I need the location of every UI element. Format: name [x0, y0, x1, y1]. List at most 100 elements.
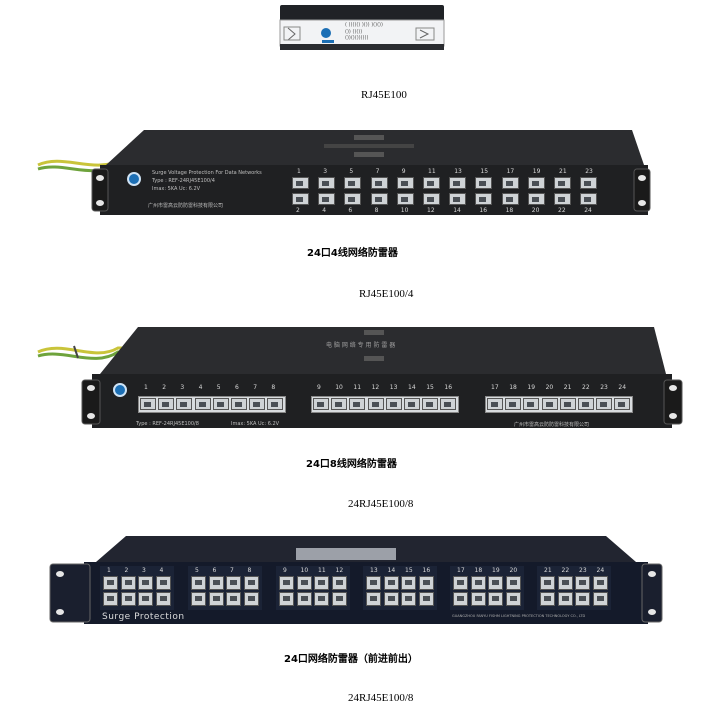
rj45-port: [396, 177, 414, 189]
port-number: 22: [582, 384, 590, 391]
rj45-port: [383, 592, 399, 606]
port-number: 19: [527, 384, 536, 391]
rj45-port: [279, 592, 294, 606]
rj45-port: [527, 193, 545, 205]
rj45-port: [292, 193, 309, 205]
rj45-port: [487, 398, 503, 410]
rj45-port: [176, 398, 193, 410]
port-number: 18: [509, 384, 517, 391]
port-number: 13: [389, 384, 398, 391]
rj45-port: [370, 177, 388, 189]
panel-maker: 广州市雷高云防防雷科技有限公司: [514, 422, 590, 428]
rj45-port: [523, 398, 540, 410]
rj45-port: [296, 576, 312, 590]
product-title: 24口网络防雷器（前进前出）: [284, 654, 418, 665]
rj45-port: [331, 576, 347, 590]
rj45-port: [423, 177, 440, 189]
panel-spec: Imax: 5KA Uc: 6.2V: [152, 186, 201, 192]
rj45-port: [344, 193, 362, 205]
port-number: 10: [300, 567, 309, 574]
port-number: 13: [454, 168, 462, 175]
panel-label: Surge Protection: [102, 612, 185, 622]
port-number: 14: [453, 207, 461, 214]
rj45-port: [120, 576, 136, 590]
panel-type: Type : REF-24RJ45E100/8: [136, 421, 199, 427]
rj45-port: [418, 592, 434, 606]
surge-protector-8wire-photo: [37, 327, 683, 428]
rj45-port: [423, 193, 440, 205]
rj45-port: [155, 576, 171, 590]
port-number: 8: [271, 384, 276, 391]
rj45-port: [243, 576, 259, 590]
rj45-port: [194, 398, 211, 410]
rj45-port: [138, 592, 153, 606]
port-number: 17: [506, 168, 515, 175]
rj45-port: [559, 398, 576, 410]
rj45-port: [366, 592, 381, 606]
rj45-port: [367, 398, 384, 410]
port-group: [485, 396, 633, 413]
port-number: 12: [371, 384, 380, 391]
port-number: 7: [375, 168, 380, 175]
panel-spec: Imax: 5KA Uc: 6.2V: [231, 421, 280, 427]
rj45-port: [313, 398, 329, 410]
port-number: 24: [596, 567, 605, 574]
rj45-port: [267, 398, 284, 410]
rj45-port: [505, 592, 521, 606]
rj45-port: [318, 177, 336, 189]
port-group: [311, 396, 459, 413]
port-number: 10: [400, 207, 409, 214]
rj45-port: [580, 193, 598, 205]
rj45-port: [401, 576, 416, 590]
rj45-port: [191, 592, 206, 606]
rj45-port: [279, 576, 294, 590]
port-number: 9: [283, 567, 287, 574]
port-number: 15: [426, 384, 434, 391]
rj45-port: [541, 398, 558, 410]
rj45-port: [440, 398, 457, 410]
port-number: 10: [335, 384, 343, 391]
rj45-port: [140, 398, 156, 410]
port-number: 4: [159, 567, 164, 574]
rj45-port: [501, 177, 519, 189]
rj45-port: [314, 576, 329, 590]
port-number: 7: [253, 384, 258, 391]
rj45-port: [138, 576, 153, 590]
rj45-port: [580, 177, 598, 189]
rj45-port: [557, 576, 573, 590]
rj45-port: [226, 576, 241, 590]
port-number: 5: [195, 567, 199, 574]
rj45-port: [120, 592, 136, 606]
port-number: 6: [212, 567, 217, 574]
device-label-line-2: ()) ()()): [345, 29, 363, 35]
port-number: 14: [408, 384, 416, 391]
product-title: 24口4线网络防雷器: [307, 248, 398, 259]
brand-logo-icon: [113, 383, 127, 397]
panel-maker: GUANGZHOU FANYU FISHM LIGHTNING PROTECTI…: [452, 614, 586, 618]
port-number: 21: [544, 567, 552, 574]
port-number: 24: [618, 384, 627, 391]
port-number: 9: [401, 168, 406, 175]
rj45-port: [488, 576, 503, 590]
rj45-port: [318, 193, 336, 205]
port-number: 7: [230, 567, 234, 574]
rj45-port: [418, 576, 434, 590]
model-caption: 24RJ45E100/8: [348, 692, 414, 704]
rj45-port: [243, 592, 259, 606]
surge-protector-4wire-photo: [37, 130, 651, 215]
rj45-port: [212, 398, 229, 410]
port-number: 2: [296, 207, 300, 214]
rj45-port: [331, 398, 348, 410]
rj45-port: [575, 592, 590, 606]
rj45-port: [331, 592, 347, 606]
port-number: 12: [427, 207, 435, 214]
rj45-port: [470, 576, 486, 590]
port-number: 11: [318, 567, 326, 574]
rj45-port: [208, 576, 224, 590]
port-number: 17: [491, 384, 499, 391]
port-number: 12: [335, 567, 344, 574]
rj45-port: [475, 177, 493, 189]
rj45-port: [554, 177, 571, 189]
port-number: 24: [584, 207, 592, 214]
device-label-line-1: ( ))()() )()) )()()): [345, 22, 383, 28]
